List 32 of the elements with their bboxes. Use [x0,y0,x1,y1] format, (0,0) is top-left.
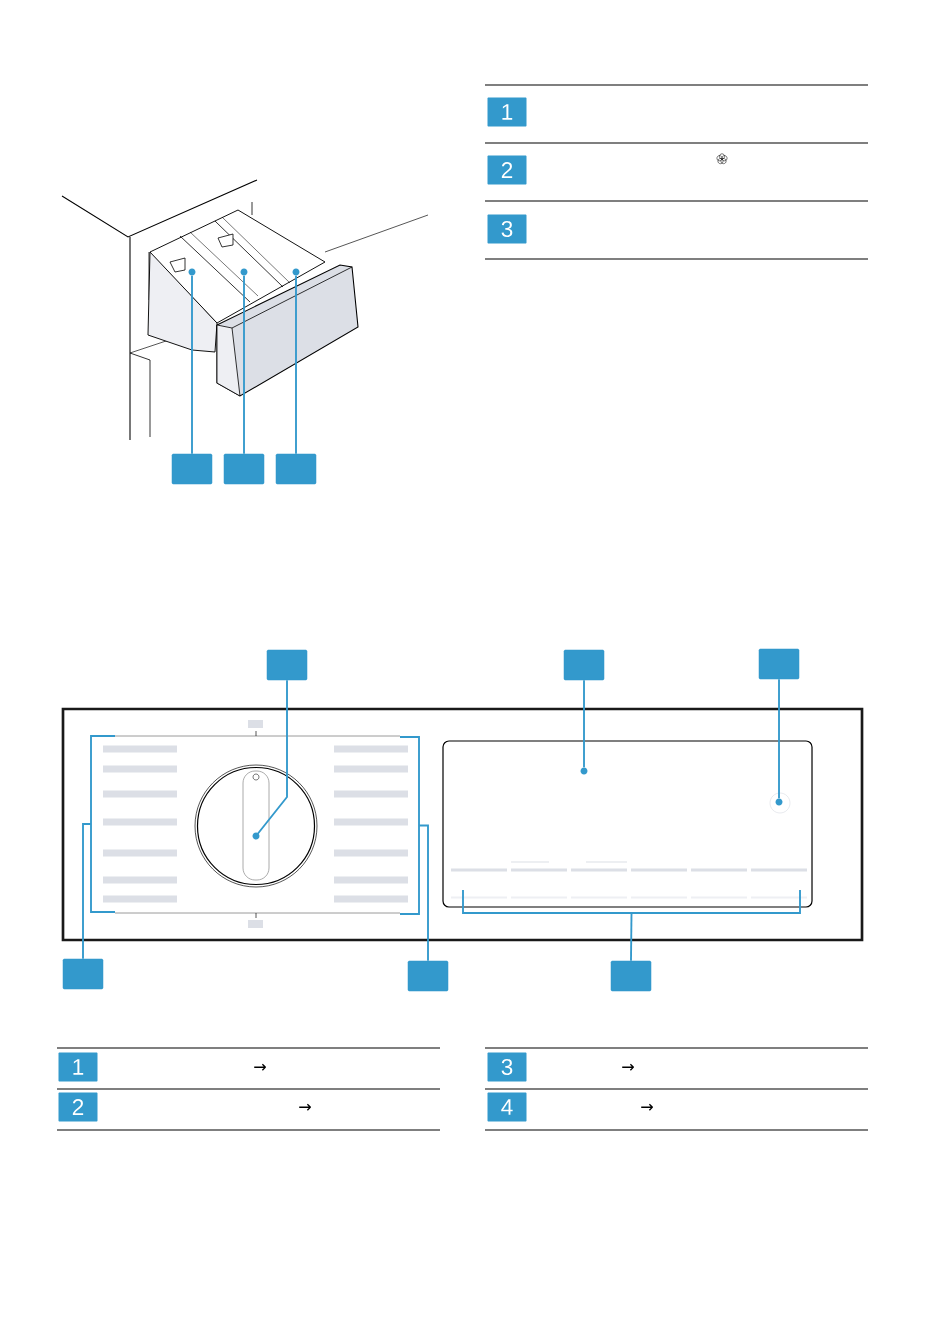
callout-box [407,960,449,992]
leader-line [82,823,92,960]
callout-box [610,960,652,992]
callout-box [266,649,308,681]
bracket [399,736,420,915]
arrow-symbol: → [622,1063,634,1071]
number-badge: 3 [487,214,527,244]
arrow-symbol: → [299,1103,311,1111]
arrow-symbol: → [254,1063,266,1071]
callout-box [758,648,800,680]
callout-box [171,453,213,485]
number-badge: 4 [487,1092,527,1122]
number-badge: 1 [58,1052,98,1082]
callout-box [563,649,605,681]
leader-line [243,274,245,455]
leader-line [191,274,193,455]
bracket [90,735,116,913]
number-badge: 1 [487,97,527,127]
callout-box [223,453,265,485]
callout-box [62,958,104,990]
leader-line [255,679,288,837]
leader-line [583,679,585,769]
number-badge: 2 [58,1092,98,1122]
leader-line [418,824,429,962]
number-badge: 3 [487,1052,527,1082]
callout-box [275,453,317,485]
leader-line [778,678,780,800]
arrow-symbol: → [641,1103,653,1111]
leader-line [630,912,633,962]
number-badge: 2 [487,155,527,185]
bracket [462,889,801,914]
leader-line [295,274,297,455]
